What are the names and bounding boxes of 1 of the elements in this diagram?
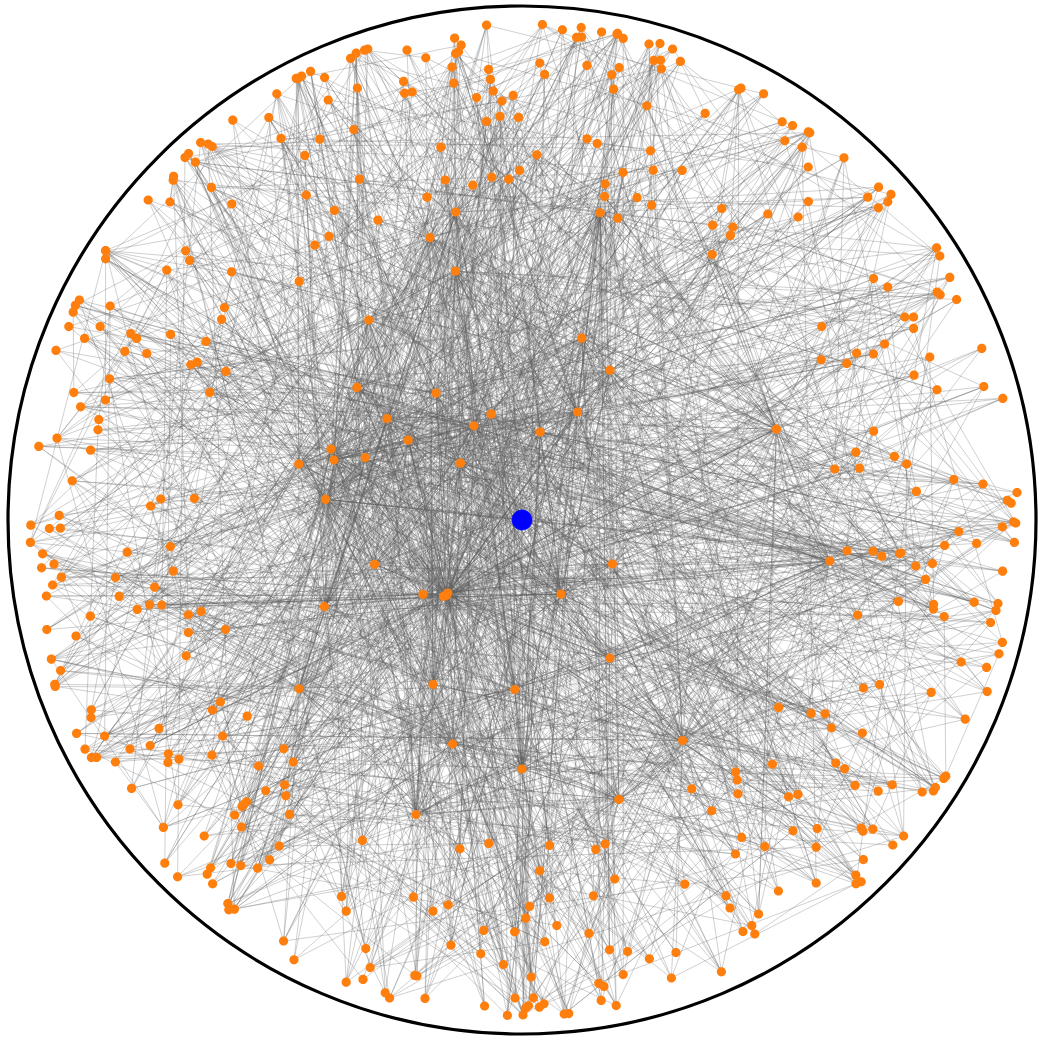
center-node	[511, 509, 533, 531]
